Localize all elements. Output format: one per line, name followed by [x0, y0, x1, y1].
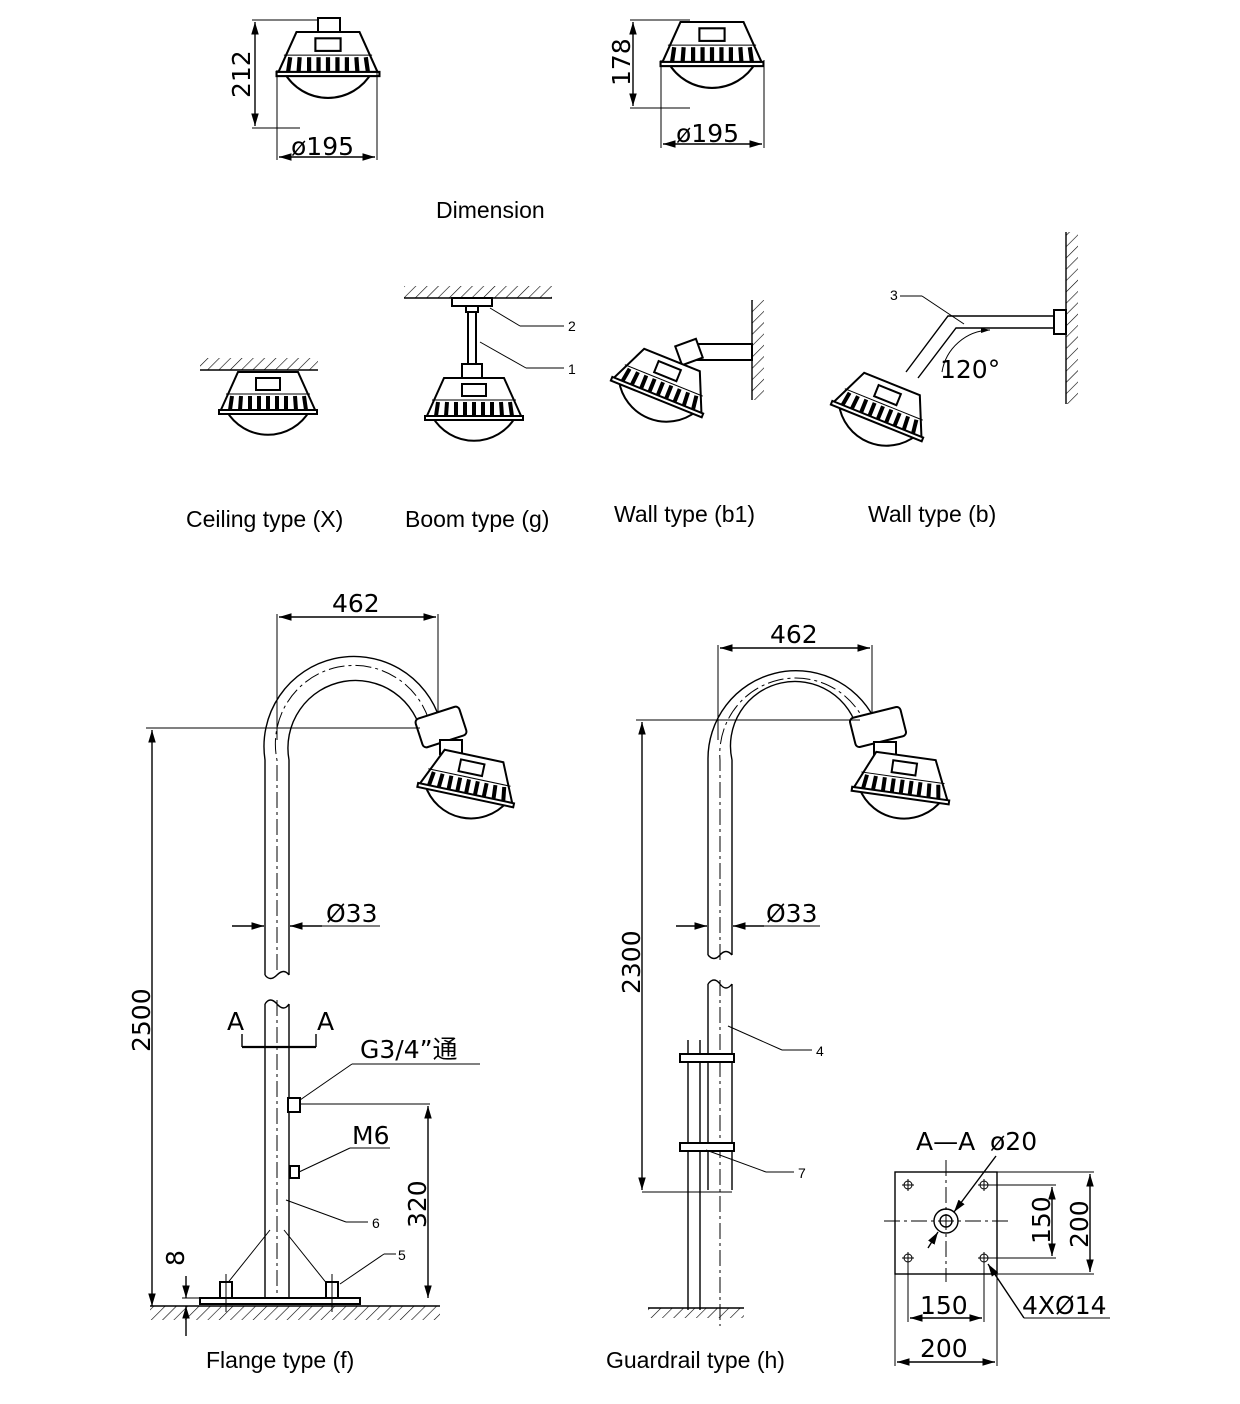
flange-bolt-label: M6 [352, 1121, 389, 1150]
guardrail-type-figure: 462 2300 Ø33 4 7 [617, 620, 957, 1326]
dimension-title: Dimension [436, 197, 545, 223]
section-aa-inner-h-label: 150 [920, 1291, 968, 1320]
flange-section-mark-right: A [317, 1007, 334, 1036]
flange-type-figure: 462 2500 Ø33 A A G3/4”通 [127, 589, 524, 1336]
boom-type-caption: Boom type (g) [405, 506, 549, 532]
flange-callout-5: 5 [398, 1247, 406, 1263]
section-aa-inner-v-label: 150 [1027, 1196, 1056, 1244]
boom-type-figure: 2 1 [404, 286, 576, 443]
flange-height-label: 2500 [127, 988, 156, 1052]
view2-diameter-label: ø195 [676, 119, 739, 148]
section-aa-outer-h-label: 200 [920, 1334, 968, 1363]
section-aa-outer-v-label: 200 [1065, 1200, 1094, 1248]
guardrail-reach-label: 462 [770, 620, 818, 649]
view2-height-label: 178 [607, 38, 636, 86]
flange-section-mark-left: A [227, 1007, 244, 1036]
view1-height-label: 212 [227, 50, 256, 98]
flange-plate-thickness-label: 8 [161, 1250, 190, 1266]
guardrail-callout-4: 4 [816, 1043, 824, 1059]
dimension-view-right: 178 ø195 [607, 19, 764, 148]
guardrail-height-label: 2300 [617, 930, 646, 994]
section-aa-title: A—A [916, 1127, 975, 1156]
ceiling-type-caption: Ceiling type (X) [186, 506, 343, 532]
dimension-view-left: 212 ø195 [227, 17, 379, 161]
view1-diameter-label: ø195 [291, 132, 354, 161]
guardrail-pipe-dia-label: Ø33 [766, 899, 818, 928]
section-aa-figure: A—A ø20 150 200 150 [884, 1127, 1110, 1366]
wall-b1-type-caption: Wall type (b1) [614, 501, 755, 527]
boom-callout-1: 1 [568, 361, 576, 377]
flange-thread-label: G3/4”通 [360, 1035, 458, 1064]
flange-height-low-label: 320 [403, 1180, 432, 1228]
wall-b-type-caption: Wall type (b) [868, 501, 996, 527]
guardrail-type-caption: Guardrail type (h) [606, 1347, 785, 1373]
flange-callout-6: 6 [372, 1215, 380, 1231]
wall-b-type-figure: 3 120° [821, 232, 1078, 463]
wall-b-angle-label: 120° [940, 355, 1000, 384]
section-aa-holes-label: 4XØ14 [1022, 1291, 1107, 1320]
boom-callout-2: 2 [568, 318, 576, 334]
flange-type-caption: Flange type (f) [206, 1347, 354, 1373]
guardrail-callout-7: 7 [798, 1165, 806, 1181]
wall-b-callout-3: 3 [890, 287, 898, 303]
flange-reach-label: 462 [332, 589, 380, 618]
ceiling-type-figure [200, 358, 319, 437]
flange-pipe-dia-label: Ø33 [326, 899, 378, 928]
section-aa-hole-dia-label: ø20 [990, 1127, 1037, 1156]
wall-b1-type-figure [601, 300, 764, 439]
